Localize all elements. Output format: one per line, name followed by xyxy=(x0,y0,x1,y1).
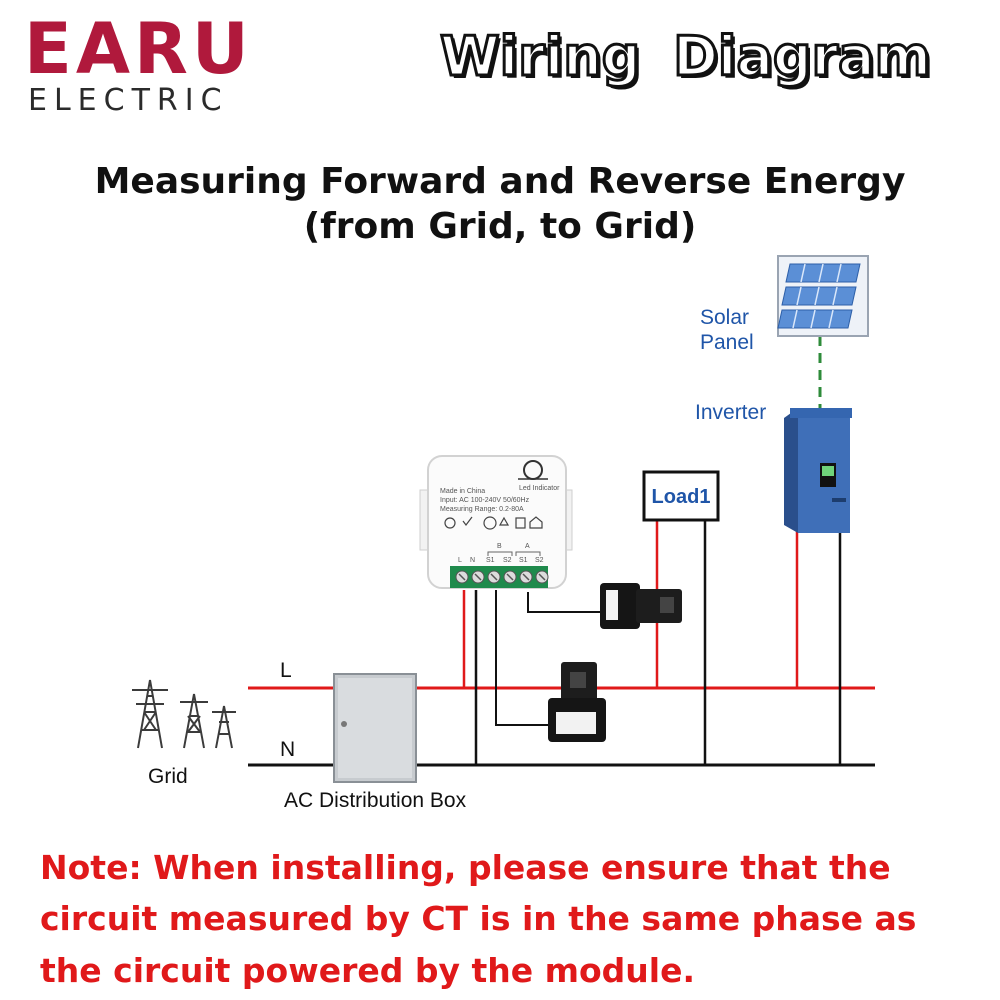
ct1-wire xyxy=(495,590,548,726)
solar-panel-icon xyxy=(777,255,869,337)
line-L-label: L xyxy=(280,659,292,682)
ac-distribution-box-icon xyxy=(333,673,417,783)
terminal-label-S1-B: S1 xyxy=(486,557,495,564)
ct-clamp-lower xyxy=(548,662,606,742)
led-indicator-label: Led Indicator xyxy=(519,485,560,492)
power-tower-icon xyxy=(132,679,236,749)
inverter-icon xyxy=(784,408,852,533)
logo-earu: EARU xyxy=(24,8,253,90)
ct2-wire xyxy=(527,592,612,613)
made-in-label: Made in China xyxy=(440,488,485,495)
input-spec-label: Input: AC 100-240V 50/60Hz xyxy=(440,497,530,504)
terminal-label-S2-A: S2 xyxy=(535,557,544,564)
grid-label: Grid xyxy=(148,765,188,788)
load-box xyxy=(642,470,720,522)
terminal-label-N: N xyxy=(470,557,475,564)
inverter-label: Inverter xyxy=(695,401,767,424)
subtitle-line-1: Measuring Forward and Reverse Energy xyxy=(94,161,906,202)
terminal-label-L: L xyxy=(458,557,462,564)
installation-note: Note: When installing, please ensure tha… xyxy=(40,848,917,990)
logo-electric: ELECTRIC xyxy=(28,83,229,118)
terminal-label-S2-B: S2 xyxy=(503,557,512,564)
certification-icons xyxy=(444,516,543,530)
energy-meter-module: Led Indicator Made in China Input: AC 10… xyxy=(419,455,573,589)
terminal-label-S1-A: S1 xyxy=(519,557,528,564)
solar-panel-label-line-1: Solar xyxy=(700,306,750,329)
solar-panel-label-line-2: Panel xyxy=(700,331,754,354)
ac-distribution-box-label: AC Distribution Box xyxy=(284,789,467,812)
terminal-group-b: B xyxy=(497,543,502,550)
page-title: Wiring Diagram xyxy=(439,25,933,88)
ct-clamp-upper xyxy=(600,583,682,629)
subtitle-line-2: (from Grid, to Grid) xyxy=(303,206,697,247)
terminal-group-a: A xyxy=(525,543,530,550)
line-N-label: N xyxy=(280,738,296,761)
load-label: Load1 xyxy=(652,486,711,508)
range-spec-label: Measuring Range: 0.2-80A xyxy=(440,506,524,513)
